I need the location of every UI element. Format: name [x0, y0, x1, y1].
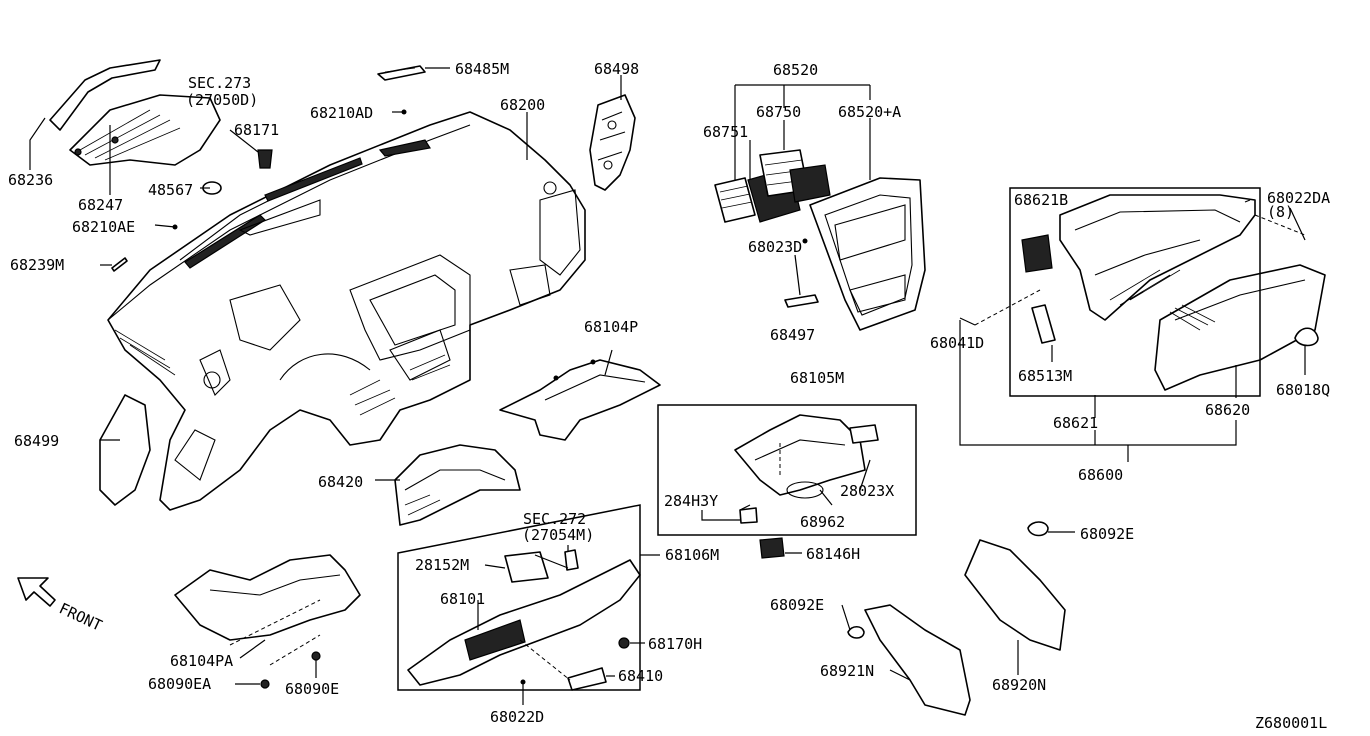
label-68962[interactable]: 68962	[800, 513, 845, 531]
label-68210ad[interactable]: 68210AD	[310, 104, 373, 122]
label-68920n[interactable]: 68920N	[992, 676, 1046, 694]
label-68022d[interactable]: 68022D	[490, 708, 544, 726]
front-arrow-icon	[17, 577, 56, 607]
label-68520-a[interactable]: 68520+A	[838, 103, 901, 121]
part-shape-68106m	[407, 549, 641, 691]
label-68200[interactable]: 68200	[500, 96, 545, 114]
label-68104pa[interactable]: 68104PA	[170, 652, 233, 670]
part-shape-68104p	[499, 359, 661, 441]
label-68092e-right[interactable]: 68092E	[1080, 525, 1134, 543]
part-shape-68921n	[847, 604, 971, 716]
label-284h3y[interactable]: 284H3Y	[664, 492, 718, 510]
part-shape-68420	[394, 444, 521, 526]
label-68499[interactable]: 68499	[14, 432, 59, 450]
vent-cluster	[714, 149, 926, 331]
label-68620[interactable]: 68620	[1205, 401, 1250, 419]
label-68090ea[interactable]: 68090EA	[148, 675, 211, 693]
label-68921n[interactable]: 68921N	[820, 662, 874, 680]
label-68022da[interactable]: 68022DA	[1267, 189, 1330, 207]
label-68485m[interactable]: 68485M	[455, 60, 509, 78]
part-shape-68498	[589, 94, 636, 191]
label-68018q[interactable]: 68018Q	[1276, 381, 1330, 399]
instrument-panel-assembly	[107, 111, 586, 511]
label-68170h[interactable]: 68170H	[648, 635, 702, 653]
label-68236[interactable]: 68236	[8, 171, 53, 189]
label-68023d[interactable]: 68023D	[748, 238, 802, 256]
part-shape-68171	[257, 149, 273, 169]
label-68621[interactable]: 68621	[1053, 414, 1098, 432]
glove-box-assembly	[1021, 194, 1326, 391]
dashed-assembly-lines	[229, 214, 1306, 681]
label-68513m[interactable]: 68513M	[1018, 367, 1072, 385]
part-shape-68239m	[111, 257, 128, 272]
label-68600[interactable]: 68600	[1078, 466, 1123, 484]
part-shape-68499	[99, 394, 151, 506]
label-68022da-qty: (8)	[1267, 203, 1294, 221]
part-shape-68920n	[964, 521, 1066, 651]
label-sec273[interactable]: SEC.273	[188, 74, 251, 92]
front-direction-label: FRONT	[56, 599, 105, 634]
label-68239m[interactable]: 68239M	[10, 256, 64, 274]
callout-boxes	[397, 187, 1261, 691]
label-68171[interactable]: 68171	[234, 121, 279, 139]
label-28023x[interactable]: 28023X	[840, 482, 894, 500]
label-sec273-ref: (27050D)	[186, 91, 258, 109]
label-68041d[interactable]: 68041D	[930, 334, 984, 352]
label-68621b[interactable]: 68621B	[1014, 191, 1068, 209]
label-28152m[interactable]: 28152M	[415, 556, 469, 574]
label-68146h[interactable]: 68146H	[806, 545, 860, 563]
meter-hood-parts	[49, 59, 221, 166]
label-68520[interactable]: 68520	[773, 61, 818, 79]
label-68101[interactable]: 68101	[440, 590, 485, 608]
label-68104p[interactable]: 68104P	[584, 318, 638, 336]
label-68247[interactable]: 68247	[78, 196, 123, 214]
label-68410[interactable]: 68410	[618, 667, 663, 685]
label-68420[interactable]: 68420	[318, 473, 363, 491]
part-shape-68105m	[734, 414, 879, 559]
label-sec272-ref: (27054M)	[522, 526, 594, 544]
label-68498[interactable]: 68498	[594, 60, 639, 78]
diagram-id: Z680001L	[1255, 714, 1327, 732]
label-68750[interactable]: 68750	[756, 103, 801, 121]
label-68751[interactable]: 68751	[703, 123, 748, 141]
label-68210ae[interactable]: 68210AE	[72, 218, 135, 236]
label-48567[interactable]: 48567	[148, 181, 193, 199]
label-sec272[interactable]: SEC.272	[523, 510, 586, 528]
label-68106m[interactable]: 68106M	[665, 546, 719, 564]
label-68092e-left[interactable]: 68092E	[770, 596, 824, 614]
part-shape-68104pa	[174, 554, 361, 689]
label-68090e[interactable]: 68090E	[285, 680, 339, 698]
label-68105m[interactable]: 68105M	[790, 369, 844, 387]
part-shape-68485m	[377, 65, 426, 81]
label-68497[interactable]: 68497	[770, 326, 815, 344]
leader-lines	[29, 67, 1306, 705]
